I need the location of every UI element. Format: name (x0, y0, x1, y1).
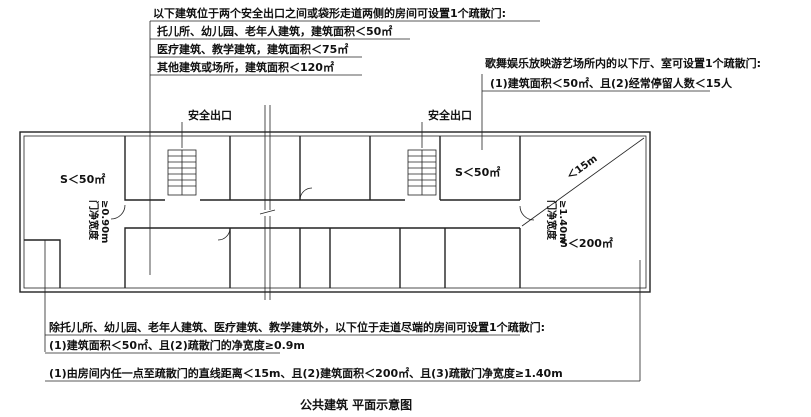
right-note: 歌舞娱乐放映游艺场所内的以下厅、室可设置1个疏散门: (1)建筑面积＜50㎡、且… (481, 56, 761, 150)
stair-right (407, 149, 437, 196)
caption: 公共建筑 平面示意图 (300, 397, 412, 412)
right-note-item: (1)建筑面积＜50㎡、且(2)经常停留人数＜15人 (490, 76, 733, 90)
door-right-label: 门净宽度 (545, 200, 558, 241)
top-note-item: 医疗建筑、教学建筑，建筑面积＜75㎡ (157, 42, 348, 56)
bottom-note-heading: 除托儿所、幼儿园、老年人建筑、医疗建筑、教学建筑外，以下位于走道尽端的房间可设置… (49, 320, 545, 334)
end-room-note: (1)由房间内任一点至疏散门的直线距离＜15m、且(2)建筑面积＜200㎡、且(… (45, 260, 641, 382)
top-note: 以下建筑位于两个安全出口之间或袋形走道两侧的房间可设置1个疏散门: 托儿所、幼儿… (149, 6, 540, 275)
room-right-area: S＜200㎡ (560, 236, 613, 250)
door-left-label: 门净宽度 (87, 200, 100, 241)
top-note-heading: 以下建筑位于两个安全出口之间或袋形走道两侧的房间可设置1个疏散门: (153, 6, 506, 20)
distance-line (521, 137, 645, 227)
room-left-area: S＜50㎡ (60, 172, 105, 186)
bottom-note-item: (1)建筑面积＜50㎡、且(2)疏散门的净宽度≥0.9m (49, 338, 305, 352)
stair-left (167, 149, 197, 196)
top-note-item: 其他建筑或场所，建筑面积＜120㎡ (157, 60, 334, 74)
distance-label: ＜15m (565, 153, 600, 183)
room-mid-area: S＜50㎡ (455, 165, 500, 179)
building-plan (19, 105, 651, 300)
top-note-item: 托儿所、幼儿园、老年人建筑，建筑面积＜50㎡ (157, 24, 392, 38)
door-right-value: ≥1.40m (557, 200, 568, 243)
break-line (259, 105, 276, 300)
end-room-note-text: (1)由房间内任一点至疏散门的直线距离＜15m、且(2)建筑面积＜200㎡、且(… (49, 366, 563, 380)
exit-label-left: 安全出口 (188, 108, 232, 122)
door-left-value: ≥0.90m (99, 200, 110, 243)
right-note-heading: 歌舞娱乐放映游艺场所内的以下厅、室可设置1个疏散门: (485, 56, 761, 70)
bottom-note: 除托儿所、幼儿园、老年人建筑、医疗建筑、教学建筑外，以下位于走道尽端的房间可设置… (44, 240, 545, 354)
exit-label-right: 安全出口 (428, 108, 472, 122)
